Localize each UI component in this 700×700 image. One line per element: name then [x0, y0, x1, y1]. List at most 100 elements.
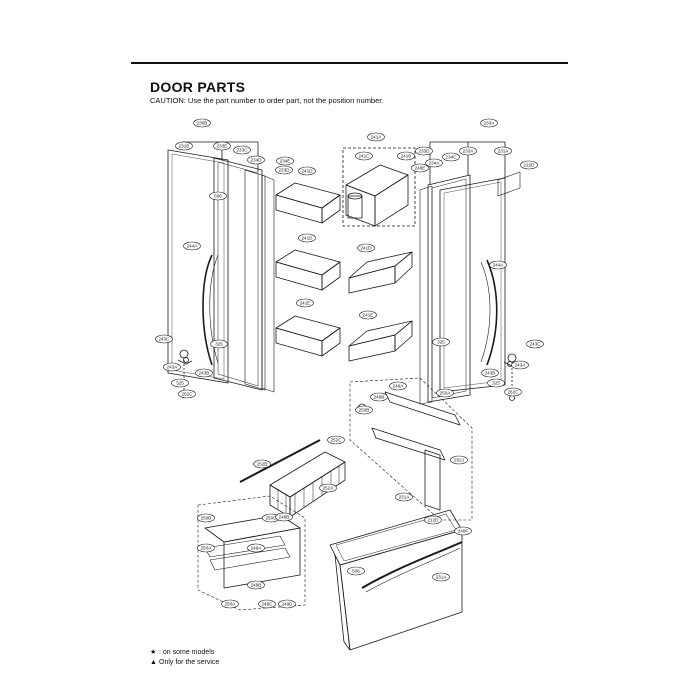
callout-bubble: 252B [253, 459, 271, 469]
callout-bubble: 241A [367, 132, 385, 142]
callout-label: 241B [401, 154, 412, 159]
callout-label: 243C [159, 337, 171, 342]
callout-label: 233C [237, 148, 249, 153]
callout-bubble: 243C [155, 334, 173, 344]
callout-label: 325 [176, 381, 184, 386]
callout-label: 248B [279, 515, 290, 520]
callout-bubble: 248E [411, 163, 429, 173]
legend-item-some-models: ★: on some models [150, 649, 215, 656]
callout-label: 212D [524, 163, 536, 168]
callout-label: 506 [352, 569, 360, 574]
callout-bubble: 250B [197, 513, 215, 523]
callout-bubble: 244A [183, 241, 201, 251]
callout-bubble: 506 [347, 566, 365, 576]
callout-bubble: 252J [450, 455, 468, 465]
callout-label: 231A [399, 495, 411, 500]
callout-bubble: 243A [511, 360, 529, 370]
star-icon: ★ [150, 649, 157, 656]
callout-bubble: 243C [526, 339, 544, 349]
callout-bubble: 325 [171, 378, 189, 388]
callout-bubble: 233A [480, 118, 498, 128]
callout-bubble: 248F [454, 526, 472, 536]
callout-bubble: 262C [504, 387, 522, 397]
callout-label: 230B [197, 121, 208, 126]
callout-label: 231A [498, 149, 510, 154]
callout-bubble: 250A [197, 543, 215, 553]
callout-label: 234A [429, 161, 441, 166]
callout-label: 241E [300, 301, 311, 306]
callout-bubble: 231B [175, 141, 193, 151]
callout-bubble: 244A [489, 260, 507, 270]
callout-bubble: 230B [193, 118, 211, 128]
callout-bubble: 243A [163, 362, 181, 372]
callout-bubble: 249C [258, 599, 276, 609]
ice-dispenser-group [342, 147, 416, 227]
callout-bubble: 231A [432, 572, 450, 582]
callout-bubble: 234E [276, 156, 294, 166]
callout-bubble: 233A [459, 146, 477, 156]
callout-label: 241D [302, 169, 314, 174]
callout-bubble: 241D [298, 233, 316, 243]
callout-bubble: 241E [296, 298, 314, 308]
callout-bubble: 233D [275, 165, 293, 175]
callout-bubble: 234D [247, 155, 265, 165]
callout-label: 234C [446, 155, 458, 160]
callout-bubble: 234A [425, 158, 443, 168]
callout-bubble: 262C [178, 389, 196, 399]
callout-label: 231A [436, 575, 448, 580]
callout-label: 262C [182, 392, 194, 397]
page-title: DOOR PARTS [150, 79, 246, 95]
right-door-assembly [419, 141, 521, 405]
callout-bubble: 250A [221, 599, 239, 609]
callout-bubble: 506 [209, 191, 227, 201]
drawer-basket [239, 439, 346, 518]
callout-label: 233A [463, 149, 475, 154]
callout-bubble: 234C [442, 152, 460, 162]
header-rule [131, 62, 568, 64]
left-door-assembly [167, 141, 275, 396]
callout-label: 233E [217, 144, 228, 149]
callout-label: 248E [415, 166, 426, 171]
callout-bubble: 250B [355, 405, 373, 415]
callout-label: 262C [508, 390, 520, 395]
callout-label: 325 [215, 342, 223, 347]
callout-label: 250A [201, 546, 213, 551]
callout-bubble: 233E [213, 141, 231, 151]
callout-bubble: 212D [520, 160, 538, 170]
callout-label: 250A [225, 602, 237, 607]
callout-label: 231B [179, 144, 190, 149]
callout-bubble: 241D [298, 166, 316, 176]
caution-note: CAUTION: Use the part number to order pa… [150, 96, 384, 105]
callout-label: 243A [515, 363, 527, 368]
callout-bubble: 250A [436, 388, 454, 398]
callout-label: 249B [251, 583, 262, 588]
door-bins [275, 182, 413, 362]
callout-bubble: 252A [319, 483, 337, 493]
callout-label: 252A [323, 486, 335, 491]
callout-bubble: 249B [370, 392, 388, 402]
freezer-drawer-frame [197, 495, 306, 611]
callout-label: 249D [282, 602, 294, 607]
callout-bubble: 249D [278, 599, 296, 609]
callout-label: 241A [371, 135, 383, 140]
callout-bubble: 249B [247, 580, 265, 590]
callout-bubble: 325 [432, 337, 450, 347]
callout-bubble: 248B [275, 512, 293, 522]
callout-label: 243C [530, 342, 542, 347]
callout-label: 249C [262, 602, 274, 607]
callout-bubble: 249A [389, 381, 407, 391]
callout-label: 252B [257, 462, 268, 467]
callout-label: 212D [428, 518, 440, 523]
callout-label: 244A [187, 244, 199, 249]
callout-label: 249A [251, 546, 263, 551]
callout-label: 241D [361, 246, 373, 251]
callout-label: 249B [374, 395, 385, 400]
callout-label: 241D [302, 236, 314, 241]
callout-label: 243B [199, 371, 210, 376]
callout-label: 506 [214, 194, 222, 199]
callout-bubble: 243B [481, 368, 499, 378]
callout-bubble: 325 [210, 339, 228, 349]
callout-label: 252C [331, 438, 343, 443]
callout-bubble: 233C [233, 145, 251, 155]
